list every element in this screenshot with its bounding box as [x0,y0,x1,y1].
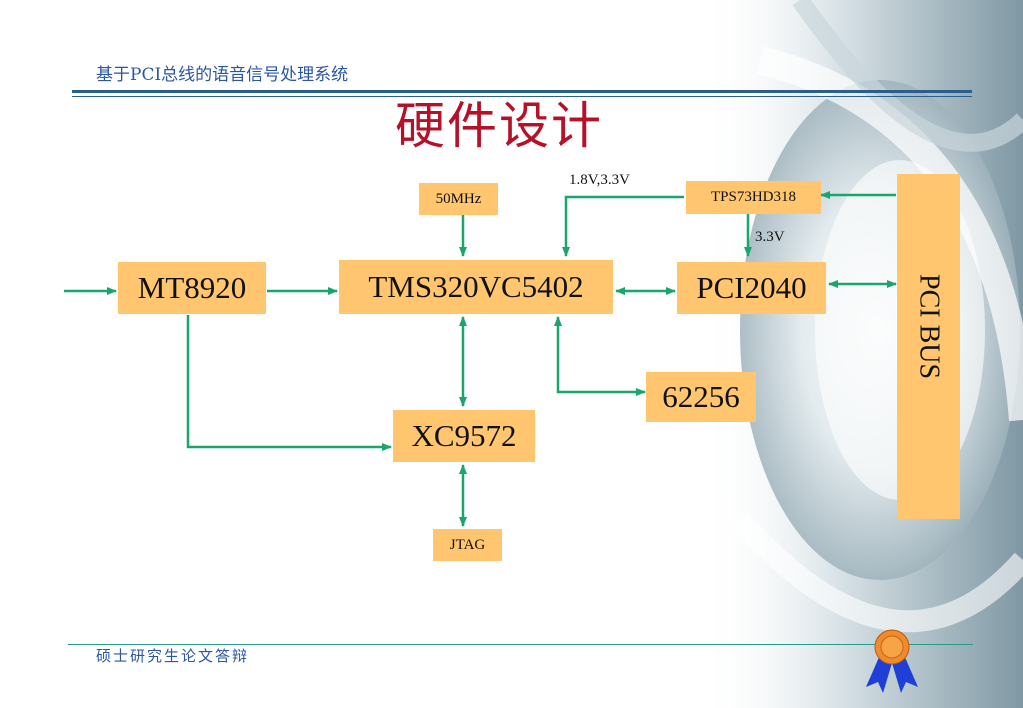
label-dsp-voltage: 1.8V,3.3V [569,172,630,188]
block-dsp: TMS320VC5402 [339,260,613,314]
slide-title: 硬件设计 [395,97,603,155]
block-regulator: TPS73HD318 [686,181,821,214]
block-cpld: XC9572 [393,410,535,462]
block-clock: 50MHz [419,183,498,215]
block-pci2040: PCI2040 [677,262,826,314]
header-rule [72,90,972,93]
award-ribbon-icon [866,629,918,693]
label-pci-voltage: 3.3V [755,229,785,245]
pci-bus-label: PCI BUS [913,274,945,380]
wire-regulator-dsp [562,195,684,257]
wire-mt8920-cpld [186,315,392,451]
block-pci-bus: PCI BUS [897,174,960,519]
footer-text: 硕士研究生论文答辩 [96,647,250,665]
wire-dsp-sram [554,316,646,396]
footer-rule [68,644,973,645]
header-rule-thin [72,96,972,97]
block-mt8920: MT8920 [118,262,266,314]
block-jtag: JTAG [433,529,502,561]
block-sram: 62256 [646,372,756,422]
header-title: 基于PCI总线的语音信号处理系统 [96,65,349,85]
